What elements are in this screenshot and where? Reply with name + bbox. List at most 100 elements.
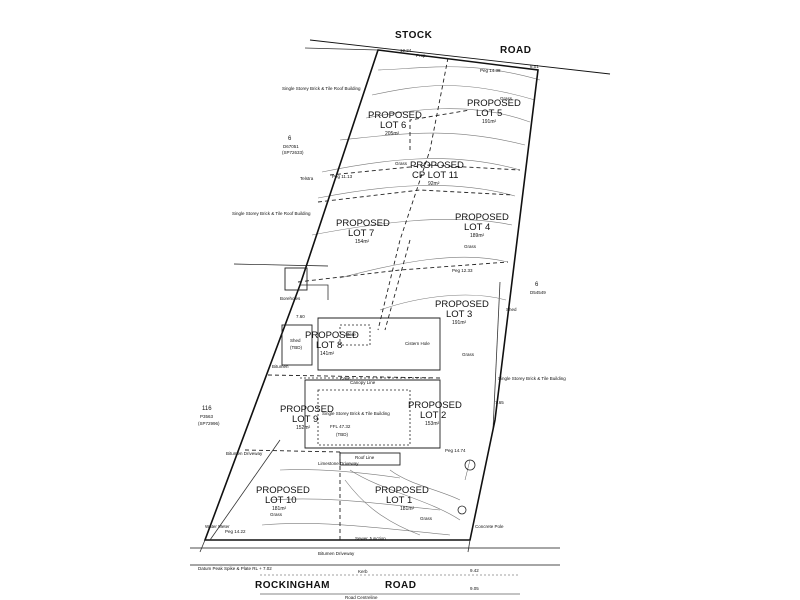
neighbour-line <box>233 263 329 267</box>
lot10-name: PROPOSED <box>256 485 310 496</box>
stock-label: STOCK <box>395 30 433 41</box>
lot11-area: 92m² <box>428 181 440 187</box>
lot7-number: LOT 7 <box>348 228 374 239</box>
dim-bottom-right: 9.05 <box>470 586 479 591</box>
telstra-label: Telstra <box>300 176 314 181</box>
feature-labels: Grass Grass Grass Grass Grass Grass Bitu… <box>198 53 517 571</box>
lot4-area: 189m² <box>470 233 485 239</box>
lot3-area: 191m² <box>452 320 467 326</box>
lot3-name: PROPOSED <box>435 299 489 310</box>
lot8-number: LOT 8 <box>316 340 342 351</box>
road-centreline-label: Road Centreline <box>345 595 378 600</box>
dim-top-left: 12.24 <box>400 48 412 53</box>
grass-label-1: Grass <box>395 161 408 166</box>
lot11-number: CP LOT 11 <box>412 170 458 181</box>
centre-building-note: Single Storey Brick & Tile Building <box>322 411 390 416</box>
dim-bottom-left: 9.42 <box>470 568 479 573</box>
lot9-number: LOT 9 <box>292 414 318 425</box>
lot1-area: 181m² <box>400 506 415 512</box>
driveway-label-2: Bitumen Driveway <box>318 551 355 556</box>
lot6-area: 205m² <box>385 131 400 137</box>
water-meter-label: Water Meter <box>205 524 230 529</box>
stock-road-label: ROAD <box>500 45 531 56</box>
grass-label-3: Grass <box>462 352 475 357</box>
grass-label-4: Grass <box>500 96 513 101</box>
shed-label-1: Shed <box>290 338 301 343</box>
lot1-name: PROPOSED <box>375 485 429 496</box>
cistern-label: Cistern Hole <box>405 341 430 346</box>
trees <box>457 459 476 515</box>
rockingham-label: ROCKINGHAM <box>255 580 330 591</box>
roof-line-box <box>339 452 401 466</box>
lot11-name: PROPOSED <box>410 160 464 171</box>
west-top-sp: (SP72633) <box>282 150 304 155</box>
grass-label-2: Grass <box>464 244 477 249</box>
north-building-note: Single Storey Brick & Tile Roof Building <box>282 86 361 91</box>
east-num: 6 <box>535 282 539 288</box>
lot8-area: 141m² <box>320 351 335 357</box>
lot10-area: 181m² <box>272 506 287 512</box>
building-notes: Single Storey Brick & Tile Roof Building… <box>232 86 566 437</box>
bitumen-label: Bitumen <box>272 364 289 369</box>
prop-fence-label: Prop. <box>416 53 427 58</box>
lot4-number: LOT 4 <box>464 222 490 233</box>
concrete-label: Conc. <box>340 376 352 381</box>
boreholes-label: Boreholes <box>280 296 301 301</box>
limestone-driveway-label: Limestone Driveway <box>318 461 359 466</box>
lot9-name: PROPOSED <box>280 404 334 415</box>
east-building-note: Single Storey Brick & Tile Building <box>498 376 566 381</box>
shed-lot8 <box>281 324 313 366</box>
driveway-label: Bitumen Driveway <box>226 451 263 456</box>
canopy-label: Canopy Line <box>350 380 376 385</box>
lot4-name: PROPOSED <box>455 212 509 223</box>
lot5-area: 191m² <box>482 119 497 125</box>
lot1-number: LOT 1 <box>386 495 412 506</box>
east-plan: D54549 <box>530 290 546 295</box>
sewer-label: Sewer Junction <box>355 536 386 541</box>
dim-east-a: 7.65 <box>495 400 504 405</box>
lot7-name: PROPOSED <box>336 218 390 229</box>
dim-west-a: 7.60 <box>296 314 305 319</box>
west-bottom-num: 116 <box>202 406 212 412</box>
contour-lines <box>261 66 541 536</box>
tree-icon <box>464 459 476 471</box>
dim-top-right: 8.01 <box>530 64 539 69</box>
main-building-south <box>304 379 441 449</box>
west-bottom-plan: P3563 <box>200 414 214 419</box>
lot2-number: LOT 2 <box>420 410 446 421</box>
neighbour-labels: 6 D67051 (SP72633) 6 D54549 116 P3563 (S… <box>198 136 546 426</box>
peg-label-4: Peg 14.74 <box>445 448 466 453</box>
midwest-building-note: Single Storey Brick & Tile Roof Building <box>232 211 311 216</box>
lot6-name: PROPOSED <box>368 110 422 121</box>
west-top-num: 6 <box>288 136 292 142</box>
shed-tbd: (TBD) <box>290 345 302 350</box>
rockingham-road-label: ROAD <box>385 580 416 591</box>
peg-label-2: Peg 12.33 <box>452 268 473 273</box>
main-building-north <box>317 317 441 371</box>
stock-road-line <box>309 39 611 75</box>
peg-label-1: Peg 14.38 <box>480 68 501 73</box>
store-label: Store <box>345 332 356 337</box>
lot-lines <box>244 57 521 540</box>
lot8-name: PROPOSED <box>305 330 359 341</box>
dimension-labels: 12.24 8.01 9.42 9.05 7.60 7.65 <box>296 48 539 591</box>
buildings <box>281 267 441 466</box>
lot5-name: PROPOSED <box>467 98 521 109</box>
tree-icon <box>457 505 467 515</box>
kerb-label: Kerb <box>358 569 368 574</box>
lot3-number: LOT 3 <box>446 309 472 320</box>
centre-building-ffl: FFL 47.32 <box>330 424 351 429</box>
peg-label-5: Peg 11.13 <box>332 174 353 179</box>
datum-label: Datum Peak Spike & Plate RL + 7.02 <box>198 566 272 571</box>
west-bottom-sp: (SP72996) <box>198 421 220 426</box>
lot2-name: PROPOSED <box>408 400 462 411</box>
west-top-plan: D67051 <box>283 144 299 149</box>
building-inner <box>317 389 411 446</box>
shed-label-2: Shed <box>506 307 517 312</box>
roof-line-label: Roof Line <box>355 455 375 460</box>
lot7-area: 154m² <box>355 239 370 245</box>
grass-label-6: Grass <box>420 516 433 521</box>
store-box <box>339 324 371 346</box>
lot6-number: LOT 6 <box>380 120 406 131</box>
